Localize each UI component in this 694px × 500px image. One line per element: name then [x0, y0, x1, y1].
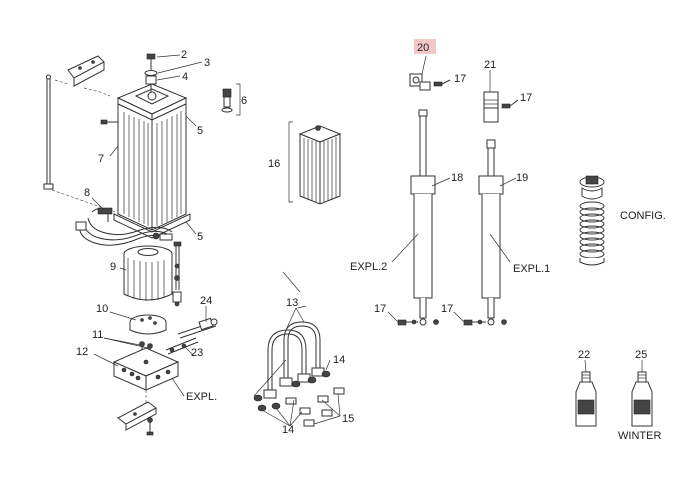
fitting-6: [221, 83, 241, 116]
label-3: 3: [204, 57, 210, 69]
label-winter: WINTER: [618, 430, 661, 442]
label-config: CONFIG.: [620, 210, 666, 222]
label-15: 15: [342, 413, 354, 425]
label-18: 18: [451, 172, 463, 184]
screw-7: [100, 119, 118, 125]
highlight-box-20: [414, 39, 436, 54]
label-expl-1: EXPL.1: [513, 263, 550, 275]
label-8: 8: [84, 187, 90, 199]
screw-2: [146, 53, 156, 70]
release-lever-24: [177, 317, 218, 339]
label-4: 4: [182, 71, 188, 83]
label-24: 24: [200, 295, 212, 307]
washer-3: [144, 70, 158, 76]
label-expl: EXPL.: [186, 391, 217, 403]
label-14-lower: 14: [282, 424, 294, 436]
bracket-bottom: [117, 401, 157, 431]
label-23: 23: [191, 347, 203, 359]
leader-lines: [91, 54, 643, 427]
label-6: 6: [241, 95, 247, 107]
reservoir-16: [288, 121, 342, 205]
label-17-ram-19-bottom: 17: [441, 303, 453, 315]
screw-bottom: [146, 417, 154, 436]
label-5-top: 5: [197, 125, 203, 137]
ram-19: [478, 91, 504, 326]
label-2: 2: [181, 49, 187, 61]
label-7: 7: [98, 153, 104, 165]
label-16: 16: [268, 158, 280, 170]
spring-config: [579, 175, 605, 266]
oil-bottle-22: [575, 371, 597, 427]
oil-bottle-25: [631, 371, 653, 427]
spool-23: [165, 337, 199, 355]
label-20: 20: [417, 42, 429, 54]
tank-top-plate: [116, 83, 188, 121]
tank-body: [113, 103, 191, 239]
label-21: 21: [484, 59, 496, 71]
label-17-ram-18-bottom: 17: [374, 303, 386, 315]
label-13: 13: [286, 297, 298, 309]
callout-labels: 2 3 4 5 5 6 7 8 9 10 11 12 13 14 14 15 1…: [76, 42, 666, 442]
label-5-bottom: 5: [197, 231, 203, 243]
fitting-4: [145, 75, 157, 92]
ram-18: [409, 73, 436, 326]
label-12: 12: [76, 346, 88, 358]
label-11: 11: [92, 329, 103, 341]
label-17-ram-19-top: 17: [520, 92, 532, 104]
screws-17: [397, 79, 519, 326]
pump-10: [129, 314, 167, 335]
rod: [43, 74, 54, 190]
stud-right: [172, 241, 182, 307]
label-17-ram-18-top: 17: [454, 73, 466, 85]
fittings-14-15: [253, 370, 345, 427]
motor-9: [123, 232, 173, 301]
label-14-upper: 14: [333, 354, 345, 366]
label-25: 25: [635, 349, 647, 361]
label-22: 22: [578, 349, 590, 361]
label-19: 19: [516, 172, 528, 184]
label-10: 10: [96, 303, 108, 315]
label-expl-2: EXPL.2: [350, 261, 387, 273]
bracket-top: [67, 55, 105, 87]
label-9: 9: [110, 261, 116, 273]
valve-block-12: [112, 347, 180, 391]
